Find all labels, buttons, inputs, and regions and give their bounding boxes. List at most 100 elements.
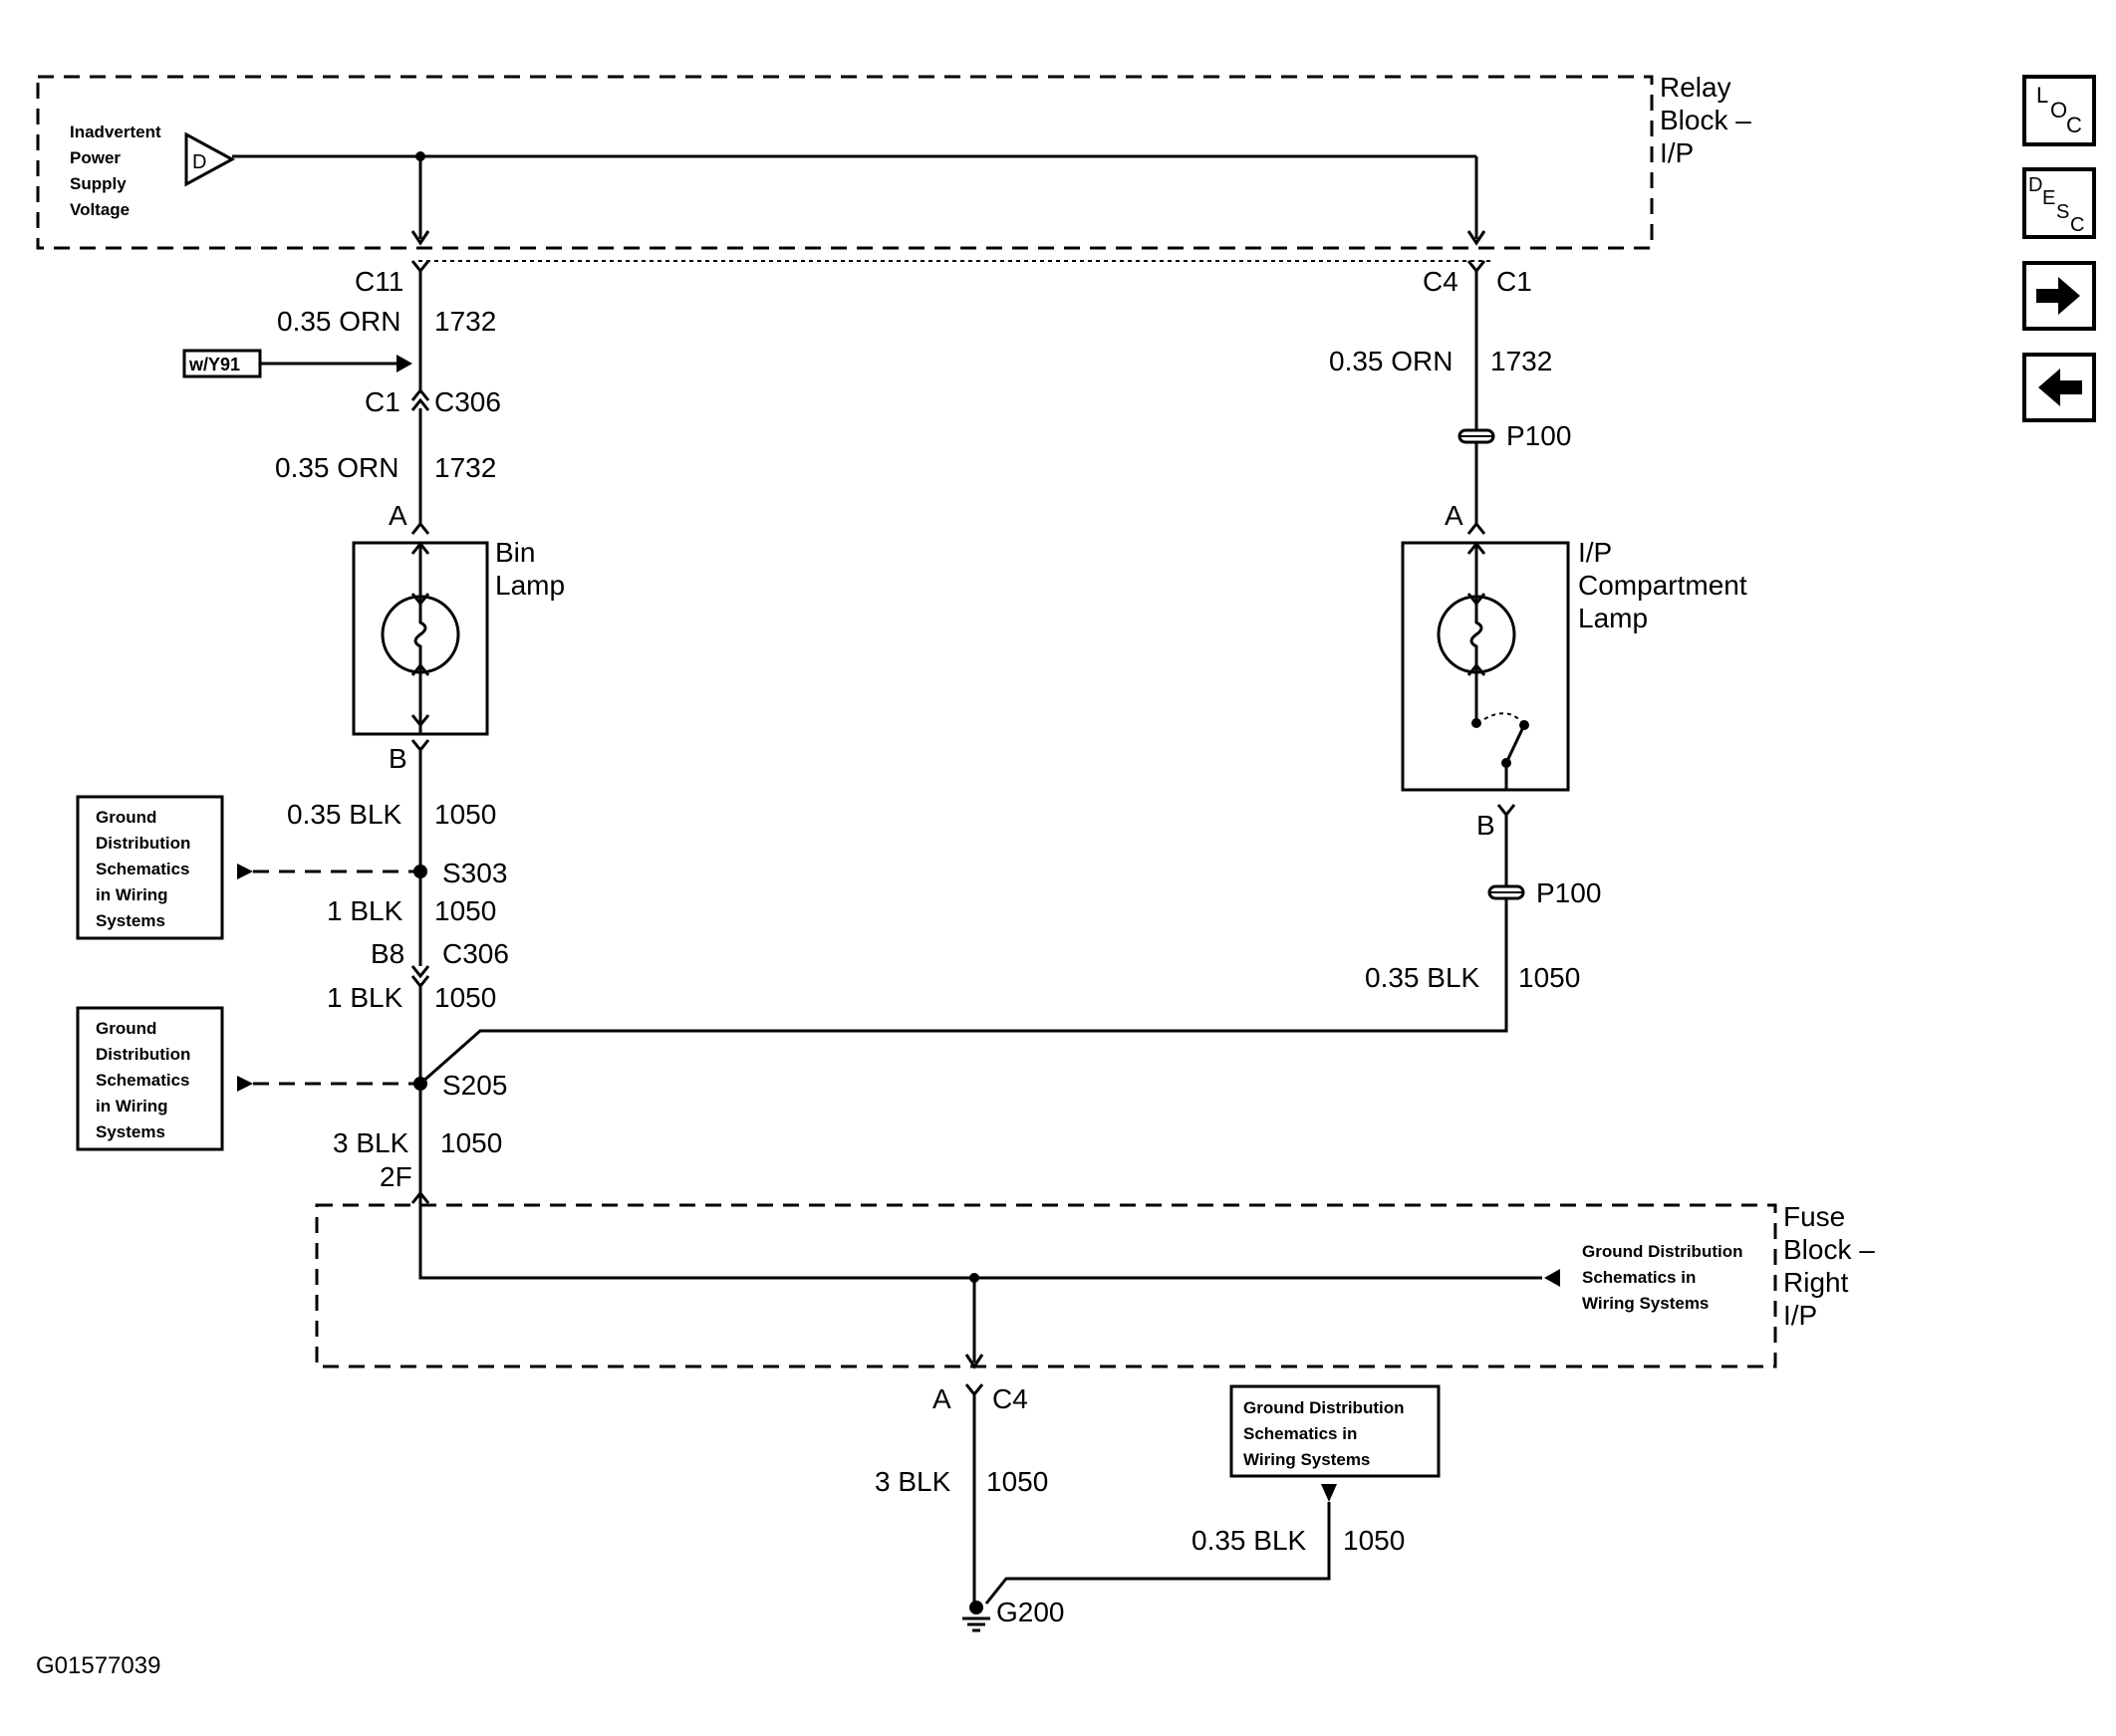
right-wire2-circuit: 1050 <box>1518 962 1580 993</box>
ground-ref-2-line1: Ground <box>96 1019 156 1038</box>
door-switch-icon <box>1483 712 1529 790</box>
option-arrow-icon <box>397 355 412 372</box>
fuse-ground-ref-arrow-icon <box>1544 1269 1560 1287</box>
bottom-wire2-color: 0.35 BLK <box>1191 1525 1307 1556</box>
ground-ref-2-line2: Distribution <box>96 1045 190 1064</box>
svg-text:D: D <box>192 151 206 173</box>
right-wire2-color: 0.35 BLK <box>1365 962 1480 993</box>
fuse-ground-ref-line3: Wiring Systems <box>1582 1294 1709 1313</box>
figure-id: G01577039 <box>36 1652 160 1679</box>
s205-label: S205 <box>442 1070 507 1101</box>
ground-ref-2-arrow-icon <box>237 1076 253 1092</box>
bin-lamp-label-2: Lamp <box>495 570 565 601</box>
fuse-block-label-2: Block – <box>1783 1234 1875 1265</box>
bottom-ground-ref-line3: Wiring Systems <box>1243 1450 1370 1469</box>
bottom-wire-2 <box>984 1502 1331 1605</box>
prev-button[interactable] <box>2022 353 2096 422</box>
c11-label: C11 <box>355 266 403 297</box>
s205-to-right-wire <box>419 901 1508 1086</box>
p100-bottom-label: P100 <box>1536 877 1601 908</box>
ground-ref-box-2 <box>76 1006 224 1151</box>
fuse-block-label-1: Fuse <box>1783 1201 1845 1232</box>
svg-text:L: L <box>2036 83 2048 108</box>
g200-label: G200 <box>996 1597 1065 1627</box>
relay-block-label-1: Relay <box>1660 72 1731 103</box>
next-button[interactable] <box>2022 261 2096 331</box>
svg-text:S: S <box>2056 201 2069 223</box>
option-tag-label: w/Y91 <box>188 355 240 374</box>
bottom-wire2-circuit: 1050 <box>1343 1525 1405 1556</box>
pin-2f-label: 2F <box>380 1161 412 1192</box>
ip-lamp-label-3: Lamp <box>1578 603 1648 633</box>
bottom-wire1-circuit: 1050 <box>986 1466 1048 1497</box>
fuse-ground-ref-line1: Ground Distribution <box>1582 1242 1742 1261</box>
ground-ref-box-1 <box>76 795 224 940</box>
ip-lamp-label-2: Compartment <box>1578 570 1747 601</box>
bottom-wire1-color: 3 BLK <box>875 1466 951 1497</box>
right-pin-b: B <box>1476 810 1495 841</box>
right-wire1-circuit: 1732 <box>1490 346 1552 376</box>
ground-ref-1-line3: Schematics <box>96 860 190 878</box>
s303-label: S303 <box>442 858 507 888</box>
relay-block-label-2: Block – <box>1660 105 1751 135</box>
bottom-ground-ref-line2: Schematics in <box>1243 1424 1357 1443</box>
c306-label: C306 <box>434 386 501 417</box>
power-supply-label-1: Inadvertent <box>70 123 161 141</box>
arrow-right-icon <box>2036 277 2080 315</box>
fuse-block-label-3: Right <box>1783 1267 1849 1298</box>
svg-text:D: D <box>2028 174 2042 196</box>
left-pin-b: B <box>389 743 407 774</box>
power-supply-triangle-icon: D <box>184 131 236 187</box>
ip-lamp-bulb-icon <box>1437 541 1516 728</box>
arrow-left-icon <box>2038 369 2082 406</box>
bottom-ground-ref-line1: Ground Distribution <box>1243 1398 1404 1417</box>
ground-ref-box-bottom <box>1229 1384 1441 1478</box>
left-wire1-color: 0.35 ORN <box>277 306 401 337</box>
left-wire6-color: 3 BLK <box>333 1127 409 1158</box>
left-wire3-circuit: 1050 <box>434 799 496 830</box>
svg-text:C: C <box>2066 113 2082 137</box>
relay-block-outline <box>36 75 1654 250</box>
p100-bottom-connector-icon <box>1487 884 1525 900</box>
ground-ref-2-line3: Schematics <box>96 1071 190 1090</box>
right-c4-label: C4 <box>1423 266 1458 297</box>
svg-text:E: E <box>2042 187 2055 209</box>
left-wire1-circuit: 1732 <box>434 306 496 337</box>
left-wire4-color: 1 BLK <box>327 895 403 926</box>
left-wire4-circuit: 1050 <box>434 895 496 926</box>
left-wire2-color: 0.35 ORN <box>275 452 399 483</box>
ground-ref-2-line4: in Wiring <box>96 1097 168 1116</box>
ground-ref-1-line5: Systems <box>96 911 165 930</box>
c306b-connector-icon <box>410 965 430 979</box>
svg-text:C: C <box>2070 214 2084 236</box>
ground-ref-1-line1: Ground <box>96 808 156 827</box>
fuse-ground-ref-line2: Schematics in <box>1582 1268 1696 1287</box>
relay-block-label-3: I/P <box>1660 137 1694 168</box>
desc-button[interactable]: D E S C <box>2022 167 2096 239</box>
ip-compartment-lamp-box <box>1401 541 1570 792</box>
fuse-block-outline <box>315 1203 1777 1368</box>
bottom-ground-ref-arrow-icon <box>1321 1484 1337 1502</box>
left-wire2-circuit: 1732 <box>434 452 496 483</box>
left-pin-a: A <box>389 500 407 531</box>
left-wire3-color: 0.35 BLK <box>287 799 402 830</box>
right-wire1-color: 0.35 ORN <box>1329 346 1454 376</box>
p100-top-label: P100 <box>1506 420 1571 451</box>
c1-label: C1 <box>365 386 400 417</box>
c306-connector-icon <box>410 387 430 401</box>
ip-lamp-label-1: I/P <box>1578 537 1612 568</box>
ground-ref-1-line2: Distribution <box>96 834 190 853</box>
loc-button[interactable]: L O C <box>2022 75 2096 146</box>
b8-label: B8 <box>371 938 404 969</box>
left-wire6-circuit: 1050 <box>440 1127 502 1158</box>
bottom-pin-a: A <box>932 1383 951 1414</box>
power-supply-label-4: Voltage <box>70 200 130 219</box>
left-wire5-color: 1 BLK <box>327 982 403 1013</box>
power-supply-label-2: Power <box>70 148 121 167</box>
bin-lamp-bulb-icon <box>381 541 460 734</box>
right-c1-label: C1 <box>1496 266 1532 297</box>
s303-splice-dot <box>413 865 427 878</box>
ground-ref-2-line5: Systems <box>96 1122 165 1141</box>
